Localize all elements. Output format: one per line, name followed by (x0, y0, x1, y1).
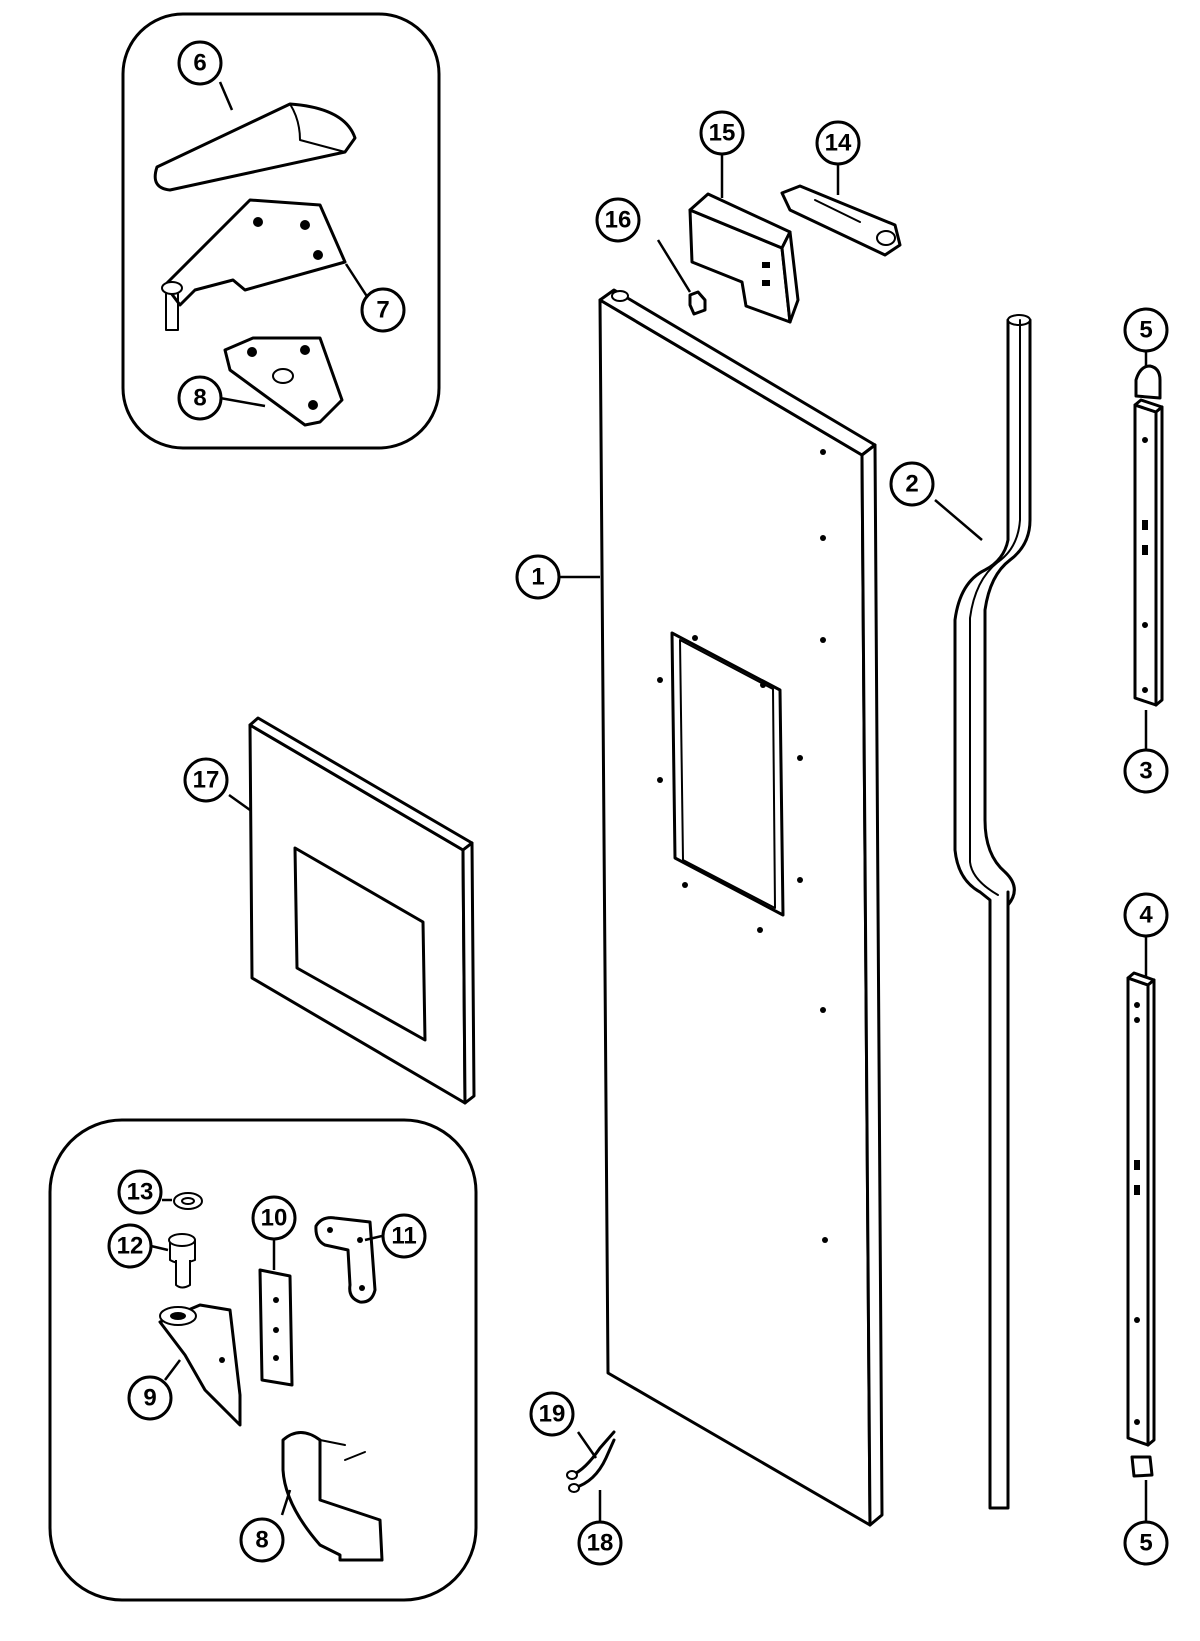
callout-15: 14 (815, 120, 861, 166)
part-5-end-cap-bottom (1130, 1455, 1154, 1478)
svg-text:11: 11 (391, 1223, 416, 1250)
svg-text:3: 3 (1139, 758, 1152, 785)
svg-text:19: 19 (539, 1401, 566, 1428)
svg-text:2: 2 (905, 471, 918, 498)
svg-text:14: 14 (825, 130, 852, 157)
part-18-dispenser-frame (248, 716, 476, 1105)
svg-text:18: 18 (587, 1530, 614, 1557)
part-2-handle (953, 314, 1032, 1510)
part-11-plate (258, 1268, 294, 1387)
callout-10: 9 (127, 1375, 173, 1421)
part-6-hinge-cover (153, 102, 357, 192)
part-1-door (598, 288, 884, 1527)
svg-text:17: 17 (193, 767, 220, 794)
callout-8: 8 (177, 375, 223, 421)
svg-text:6: 6 (193, 50, 206, 77)
leader-lines (150, 81, 1148, 1522)
svg-text:10: 10 (261, 1205, 288, 1232)
callout-17: 16 (595, 197, 641, 243)
svg-text:4: 4 (1139, 902, 1153, 929)
callout-3: 3 (1123, 748, 1169, 794)
callout-5-top: 5 (1123, 307, 1169, 353)
part-16-bracket (688, 192, 800, 324)
callout-2: 2 (889, 461, 935, 507)
part-8-hinge-plate (223, 336, 344, 427)
callout-11: 10 (251, 1195, 297, 1241)
bottom-hinge-group-box (48, 1118, 478, 1602)
part-5-end-cap-top (1134, 364, 1162, 400)
svg-text:5: 5 (1139, 1530, 1152, 1557)
svg-text:13: 13 (127, 1179, 154, 1206)
svg-text:1: 1 (531, 564, 544, 591)
callout-1: 1 (515, 554, 561, 600)
part-13-pin (168, 1233, 196, 1289)
svg-text:12: 12 (117, 1233, 144, 1260)
part-15-latch (780, 184, 902, 257)
part-10-bottom-hinge (158, 1303, 242, 1427)
callout-16: 15 (699, 110, 745, 156)
callout-12: 11 (381, 1213, 427, 1259)
part-9-hinge-cover-lower (281, 1431, 384, 1562)
part-3-trim-upper (1133, 398, 1164, 707)
callout-6: 6 (177, 40, 223, 86)
callout-9: 8 (239, 1517, 285, 1563)
callout-5-bottom: 5 (1123, 1520, 1169, 1566)
svg-text:8: 8 (193, 385, 206, 412)
callout-20: 19 (529, 1391, 575, 1437)
svg-text:7: 7 (376, 297, 389, 324)
part-7-top-hinge (161, 198, 347, 331)
top-hinge-group-box (121, 12, 441, 450)
callout-7: 7 (360, 287, 406, 333)
svg-text:9: 9 (143, 1385, 156, 1412)
callout-13: 12 (107, 1223, 153, 1269)
svg-text:16: 16 (605, 207, 632, 234)
svg-text:15: 15 (709, 120, 736, 147)
part-14-washer (173, 1192, 203, 1210)
part-12-bracket (314, 1216, 377, 1304)
svg-text:5: 5 (1139, 317, 1152, 344)
part-19-20-tubes (566, 1430, 616, 1493)
callout-19: 18 (577, 1520, 623, 1566)
svg-text:8: 8 (255, 1527, 268, 1554)
part-17-clip (688, 290, 707, 316)
part-4-trim-lower (1126, 971, 1156, 1447)
callout-14: 13 (117, 1169, 163, 1215)
callout-4: 4 (1123, 892, 1169, 938)
callout-18: 17 (183, 757, 229, 803)
